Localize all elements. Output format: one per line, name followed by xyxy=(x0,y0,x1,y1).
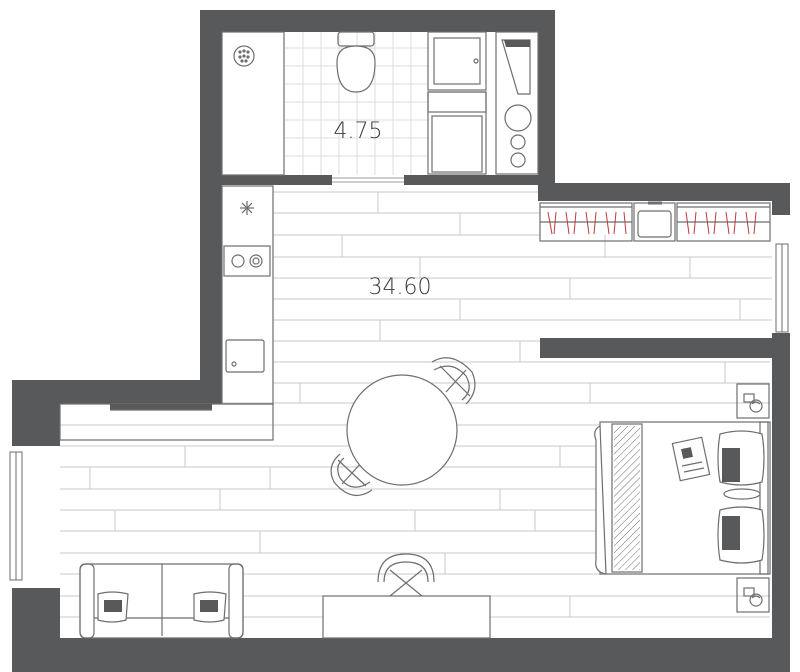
sofa-icon xyxy=(79,563,244,639)
window-icon xyxy=(9,243,789,581)
chair-icon xyxy=(330,453,373,497)
phone-icon xyxy=(743,393,763,413)
kitchen-sink-icon xyxy=(225,339,265,373)
bed-blanket xyxy=(614,426,640,570)
magazine-icon xyxy=(671,436,711,482)
living-area-label: 34.60 xyxy=(369,275,432,300)
phone-icon xyxy=(743,587,763,607)
toilet-icon xyxy=(336,31,376,93)
chair-icon xyxy=(377,553,435,597)
kitchen-counter xyxy=(221,185,274,405)
bed-icon xyxy=(594,421,771,575)
washing-machine-icon xyxy=(427,31,487,175)
bathroom-area-label: 4.75 xyxy=(334,119,383,144)
bathroom-sink-icon xyxy=(495,31,539,175)
wardrobe-drawer xyxy=(633,201,676,242)
hob-icon xyxy=(223,245,271,277)
bar-shelf xyxy=(110,404,212,410)
nightstand-icon xyxy=(736,383,770,419)
shower-drain-icon xyxy=(221,31,285,176)
desk-icon xyxy=(322,595,491,639)
kitchen-extractor-icon xyxy=(240,201,254,215)
wardrobe-icon xyxy=(539,201,771,242)
door-opening xyxy=(332,177,404,183)
dining-table-icon xyxy=(346,374,458,486)
chair-icon xyxy=(431,357,476,405)
pillow-icon xyxy=(717,430,765,564)
nightstand-icon xyxy=(736,577,770,613)
walls xyxy=(12,10,790,672)
pillow-icon xyxy=(97,591,227,623)
